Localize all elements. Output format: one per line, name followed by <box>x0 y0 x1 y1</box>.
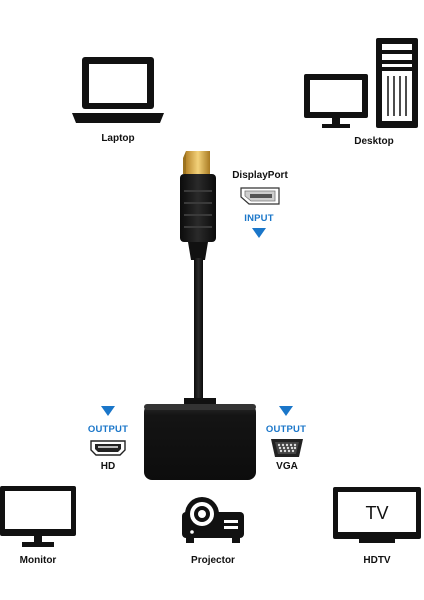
input-arrow-icon <box>252 228 266 238</box>
input-label: INPUT <box>244 213 274 224</box>
monitor-icon <box>0 486 78 550</box>
laptop-label: Laptop <box>101 133 135 144</box>
displayport-port-icon <box>240 186 280 206</box>
displayport-connector-icon <box>170 148 230 408</box>
desktop-label: Desktop <box>354 136 394 147</box>
projector-label: Projector <box>191 555 235 566</box>
projector-icon <box>180 496 246 546</box>
hdtv-icon <box>333 487 421 545</box>
hdmi-port-icon <box>90 440 126 456</box>
adapter-body-icon <box>140 398 260 482</box>
displayport-label: DisplayPort <box>232 170 288 181</box>
vga-label: VGA <box>276 461 298 472</box>
monitor-label: Monitor <box>19 555 57 566</box>
output-left-label: OUTPUT <box>87 424 129 435</box>
output-right-label: OUTPUT <box>265 424 307 435</box>
hdtv-label: HDTV <box>363 555 391 566</box>
laptop-icon <box>70 55 166 127</box>
hd-label: HD <box>100 461 116 472</box>
output-right-arrow-icon <box>279 406 293 416</box>
tv-screen-text: TV <box>365 503 389 523</box>
desktop-icon <box>302 36 420 132</box>
vga-port-icon <box>270 438 304 458</box>
output-left-arrow-icon <box>101 406 115 416</box>
